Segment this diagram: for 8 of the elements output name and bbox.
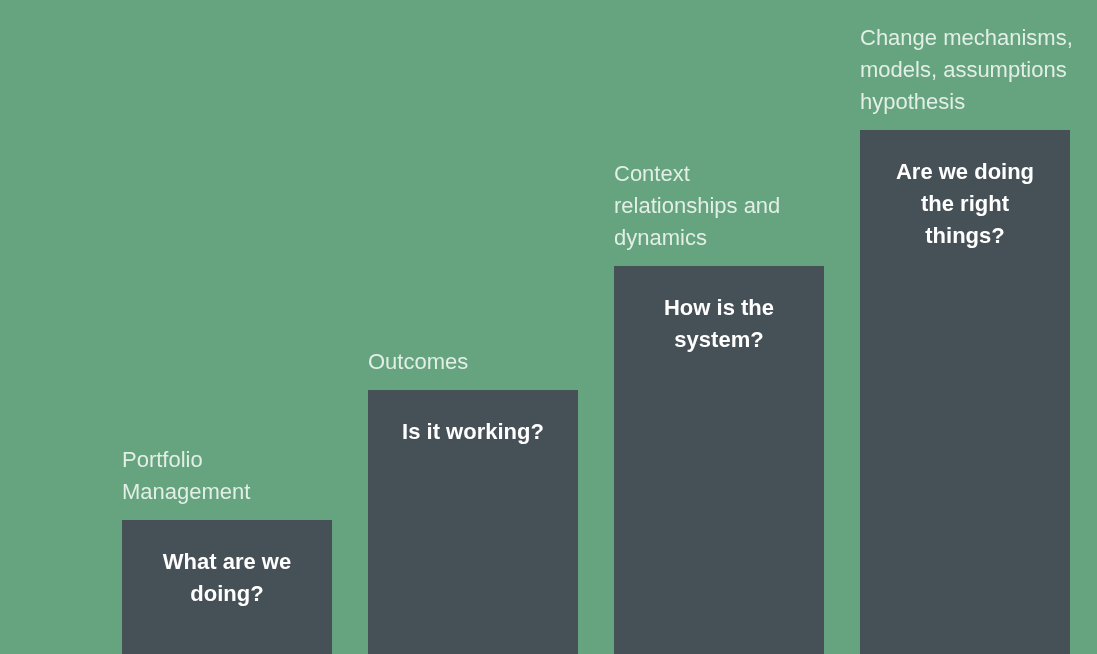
bar-heading: Change mechanisms, models, assumptions hypothesis <box>860 24 1074 116</box>
bar-heading: Outcomes <box>368 348 470 376</box>
question-text: How is the system? <box>663 294 775 354</box>
bar-heading: Context relationships and dynamics <box>614 160 782 252</box>
bar-heading: Portfolio Management <box>122 446 252 506</box>
question-text: Are we doing the right things? <box>894 158 1036 250</box>
question-text: What are we doing? <box>161 548 293 608</box>
question-text: Is it working? <box>402 418 544 446</box>
